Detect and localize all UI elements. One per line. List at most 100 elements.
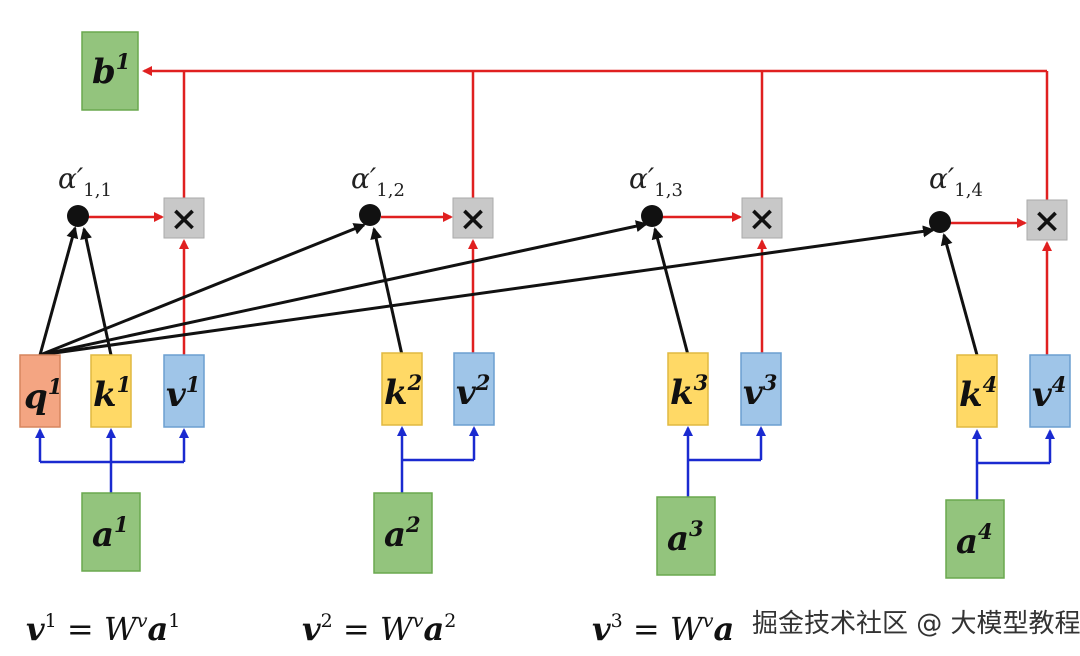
svg-text:a3: a3 <box>667 516 704 559</box>
equation-2-eq: = <box>333 610 380 648</box>
value-box-4: v4 <box>1029 354 1071 428</box>
value-label-2: v <box>456 373 477 413</box>
query-to-alpha-arrow-3 <box>39 220 648 357</box>
equation-3-eq: = <box>623 610 670 648</box>
svg-text:q1: q1 <box>24 374 62 417</box>
equation-3-lhs: v <box>592 610 611 648</box>
alpha-label-1: α′ <box>58 162 84 195</box>
query-to-alpha-arrow-4 <box>39 225 935 357</box>
alpha-dot-2 <box>359 204 381 226</box>
key-to-alpha-arrow-4 <box>940 233 979 356</box>
input-sup-4: 4 <box>978 519 993 544</box>
equation-2-lhs-sup: 2 <box>321 610 333 632</box>
key-to-alpha-arrow-1 <box>80 227 113 356</box>
svg-text:α′1,4: α′1,4 <box>929 162 983 201</box>
key-sup-1: 1 <box>117 372 132 397</box>
svg-text:a2: a2 <box>384 512 421 555</box>
value-label-1: v <box>166 375 187 415</box>
value-sup-4: 4 <box>1052 372 1067 397</box>
multiply-box-1: × <box>163 197 205 239</box>
input-label-4: a <box>956 522 978 562</box>
input-sup-1: 1 <box>114 512 129 537</box>
svg-text:b1: b1 <box>92 49 130 92</box>
output-b1-box: b1 <box>81 31 139 111</box>
equation-2-w: W <box>380 610 416 648</box>
equation-1-lhs-sup: 1 <box>45 610 57 632</box>
value-box-1: v1 <box>163 354 205 428</box>
query-sup-1: 1 <box>48 374 63 399</box>
alpha-3: α′1,3 <box>629 162 683 227</box>
query-to-alpha-arrow-2 <box>39 223 366 357</box>
input-box-1: a1 <box>81 492 141 572</box>
multiply-box-3: × <box>741 197 783 239</box>
svg-text:v3: v3 <box>743 370 777 413</box>
input-sup-2: 2 <box>405 512 421 537</box>
alpha-4: α′1,4 <box>929 162 983 233</box>
equation-2: v2 = Wva2 <box>302 610 456 648</box>
multiply-icon-3: × <box>748 199 777 239</box>
alpha-sub-1: 1,1 <box>83 180 112 201</box>
svg-text:a4: a4 <box>956 519 993 562</box>
connection-lines <box>35 66 1055 500</box>
equation-1-lhs: v <box>26 610 45 648</box>
key-box-3: k3 <box>667 352 709 426</box>
equation-3-w-sup: v <box>703 610 714 632</box>
svg-text:a1: a1 <box>92 512 129 555</box>
key-box-1: k1 <box>90 354 132 428</box>
svg-text:α′1,1: α′1,1 <box>58 162 112 201</box>
query-label-1: q <box>24 377 48 417</box>
key-box-4: k4 <box>956 354 998 428</box>
equation-1: v1 = Wva1 <box>26 610 180 648</box>
key-to-alpha-arrow-3 <box>651 227 690 356</box>
alpha-label-2: α′ <box>351 162 377 195</box>
equation-2-w-sup: v <box>413 610 424 632</box>
equation-3: v3 = Wva <box>592 610 734 648</box>
alpha-2: α′1,2 <box>351 162 405 226</box>
svg-text:k1: k1 <box>93 372 131 415</box>
value-box-3: v3 <box>740 352 782 426</box>
svg-text:α′1,2: α′1,2 <box>351 162 405 201</box>
input-box-3: a3 <box>656 496 716 576</box>
alpha-sub-3: 1,3 <box>654 180 683 201</box>
alpha-label-4: α′ <box>929 162 955 195</box>
value-label-3: v <box>743 373 764 413</box>
key-box-2: k2 <box>381 352 423 426</box>
svg-text:v1: v1 <box>166 372 200 415</box>
alpha-1: α′1,1 <box>58 162 112 227</box>
equation-1-eq: = <box>57 610 104 648</box>
alpha-sub-2: 1,2 <box>376 180 405 201</box>
equation-3-rhs: a <box>713 610 734 648</box>
key-to-alpha-arrow-2 <box>370 227 404 356</box>
svg-text:k2: k2 <box>384 370 422 413</box>
key-sup-3: 3 <box>694 370 709 395</box>
svg-text:v4: v4 <box>1032 372 1066 415</box>
alpha-dot-4 <box>929 211 951 233</box>
svg-text:α′1,3: α′1,3 <box>629 162 683 201</box>
equation-1-w: W <box>104 610 140 648</box>
value-label-4: v <box>1032 375 1053 415</box>
key-label-4: k <box>959 375 983 415</box>
alpha-label-3: α′ <box>629 162 655 195</box>
input-box-4: a4 <box>945 499 1005 579</box>
svg-text:k4: k4 <box>959 372 997 415</box>
multiply-box-2: × <box>452 197 494 239</box>
svg-text:v2: v2 <box>456 370 490 413</box>
multiply-box-4: × <box>1026 199 1068 241</box>
equation-2-rhs-sup: 2 <box>444 610 456 632</box>
equation-1-rhs: a <box>147 610 168 648</box>
equation-3-w: W <box>670 610 706 648</box>
watermark-text: 掘金技术社区 @ 大模型教程 <box>752 609 1080 639</box>
input-label-3: a <box>667 519 689 559</box>
key-label-3: k <box>670 373 694 413</box>
value-sup-2: 2 <box>475 370 491 395</box>
input-label-1: a <box>92 515 114 555</box>
key-sup-2: 2 <box>407 370 423 395</box>
query-box-1: q1 <box>19 354 62 428</box>
key-label-1: k <box>93 375 117 415</box>
multiply-icon-2: × <box>459 199 488 239</box>
output-b1-sup: 1 <box>116 49 131 74</box>
svg-text:k3: k3 <box>670 370 708 413</box>
value-sup-1: 1 <box>186 372 201 397</box>
alpha-dot-1 <box>67 205 89 227</box>
